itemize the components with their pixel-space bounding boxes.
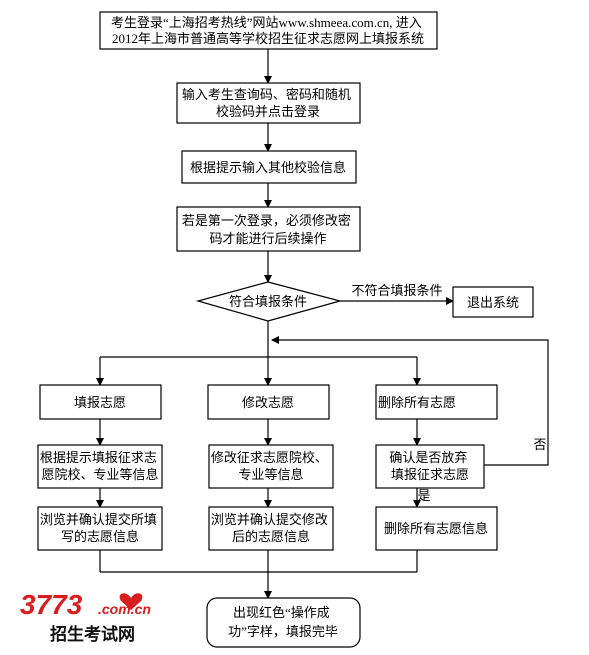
condition-diamond <box>195 281 343 322</box>
not-meet-label: 不符合填报条件 <box>351 283 442 298</box>
modify-info-box <box>208 444 334 489</box>
success-text: 出现红色“操作成 功”字样，填报完毕 <box>228 605 338 639</box>
connectors <box>96 49 549 599</box>
fill-box <box>39 384 162 420</box>
fill-info-box <box>37 444 163 489</box>
delete-box <box>375 384 498 420</box>
browse-fill-box <box>37 506 163 551</box>
logo-domain: .com.cn <box>98 601 151 617</box>
first-login-text: 若是第一次登录，必须修改密 码才能进行后续操作 <box>182 213 354 246</box>
no-label: 否 <box>533 437 546 452</box>
enter-code-box <box>176 82 361 124</box>
enter-code-text: 输入考生查询码、密码和随机 校验码并点击登录 <box>182 87 354 119</box>
modify-box <box>207 384 330 420</box>
delete-info-text: 删除所有志愿信息 <box>384 521 488 536</box>
modify-text: 修改志愿 <box>242 395 294 410</box>
exit-text: 退出系统 <box>467 295 519 310</box>
modify-info-text: 修改征求志愿院校、 专业等信息 <box>211 450 331 482</box>
confirm-abandon-box <box>375 444 485 489</box>
success-box <box>206 597 361 648</box>
fill-info-text: 根据提示填报征求志 愿院校、专业等信息 <box>40 450 160 482</box>
site-logo: 3773 .com.cn 招生考试网 <box>20 589 151 645</box>
browse-modify-text: 浏览并确认提交修改 后的志愿信息 <box>211 512 331 544</box>
delete-text: 删除所有志愿 <box>378 395 456 410</box>
fill-text: 填报志愿 <box>74 395 126 410</box>
logo-subtitle: 招生考试网 <box>50 624 135 645</box>
arrow-no-loop-back <box>271 336 549 466</box>
first-login-box <box>176 206 361 252</box>
heart-icon <box>119 593 143 610</box>
confirm-abandon-text: 确认是否放弃 填报征求志愿 <box>389 450 470 482</box>
browse-fill-text: 浏览并确认提交所填 写的志愿信息 <box>40 512 160 544</box>
verify-box <box>181 150 357 184</box>
login-web-text: 考生登录“上海招考热线”网站www.shmeea.com.cn, 进入 2012… <box>111 15 425 46</box>
exit-box <box>452 286 534 318</box>
login-web-box <box>99 11 438 50</box>
delete-info-box <box>375 506 498 551</box>
condition-text: 符合填报条件 <box>229 294 307 309</box>
browse-modify-box <box>208 506 334 551</box>
yes-label: 是 <box>417 488 430 503</box>
verify-text: 根据提示输入其他校验信息 <box>190 160 346 175</box>
logo-number: 3773 <box>20 589 83 620</box>
